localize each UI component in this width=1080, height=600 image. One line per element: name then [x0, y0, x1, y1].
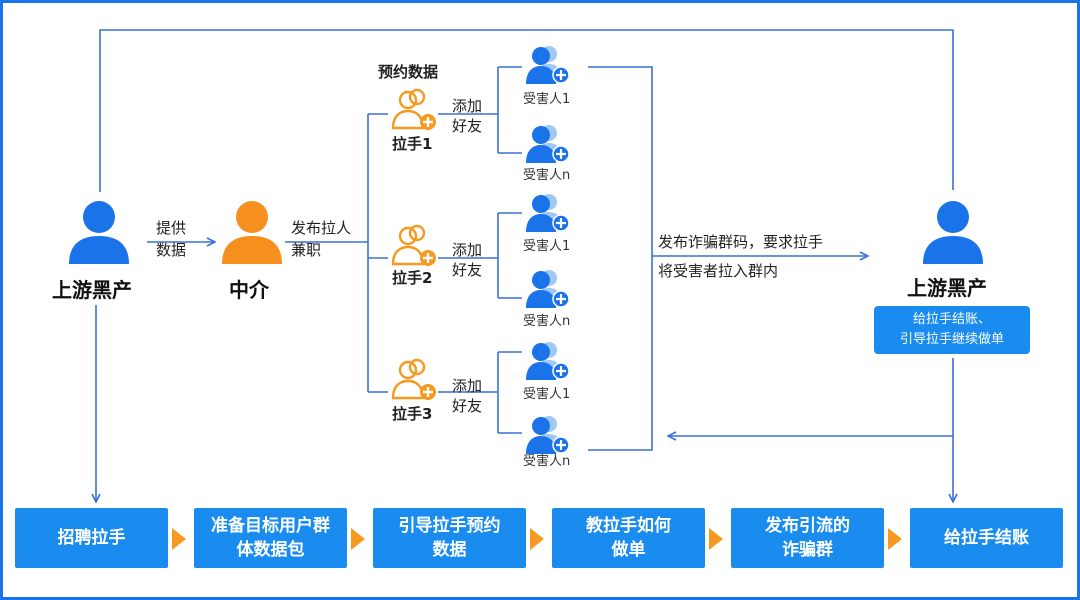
puller-1-label: 拉手1 [392, 135, 433, 153]
victim-group-icon [526, 270, 570, 308]
right-note-line1: 给拉手结账、 [912, 312, 991, 327]
step-arrow-icon [172, 528, 186, 550]
provide-data-line1: 提供 [156, 219, 187, 237]
puller-2-add-line1: 添加 [452, 241, 483, 259]
publish-group-line1: 发布诈骗群码，要求拉手 [658, 233, 824, 251]
step-arrow-icon [530, 528, 544, 550]
puller-1-group-add-icon [391, 88, 436, 130]
puller-3-label: 拉手3 [392, 405, 433, 423]
right-actor-person-icon [923, 201, 983, 264]
left-actor-person-icon [69, 201, 129, 264]
step-3-line2: 数据 [432, 540, 467, 560]
victim-1-1-label: 受害人1 [523, 92, 571, 107]
step-arrow-icon [351, 528, 365, 550]
reserve-data-label: 预约数据 [378, 63, 439, 81]
step-6-line1: 给拉手结账 [944, 528, 1029, 548]
victim-1-n-label: 受害人n [523, 168, 571, 183]
step-2-line2: 体数据包 [236, 540, 305, 560]
step-3-box: 引导拉手预约 数据 [373, 508, 526, 568]
step-5-line1: 发布引流的 [765, 516, 850, 536]
publish-job-line2: 兼职 [291, 241, 322, 259]
puller-1-add-line1: 添加 [452, 97, 483, 115]
right-actor-label: 上游黑产 [907, 276, 987, 300]
step-2-line1: 准备目标用户群 [211, 516, 330, 536]
left-actor-label: 上游黑产 [52, 278, 132, 302]
provide-data-line2: 数据 [156, 241, 187, 259]
publish-group-line2: 将受害者拉入群内 [658, 262, 779, 280]
step-4-line2: 做单 [611, 540, 646, 560]
step-5-box: 发布引流的 诈骗群 [731, 508, 884, 568]
step-5-line2: 诈骗群 [782, 540, 833, 560]
victim-group-icon [526, 416, 570, 454]
step-2-box: 准备目标用户群 体数据包 [194, 508, 347, 568]
victim-2-n-label: 受害人n [523, 314, 571, 329]
puller-2-label: 拉手2 [392, 269, 433, 287]
puller-3-add-line1: 添加 [452, 377, 483, 395]
puller-2-add-line2: 好友 [452, 261, 483, 279]
victim-3-n-label: 受害人n [523, 454, 571, 469]
victim-group-icon [526, 194, 570, 232]
puller-1-add-line2: 好友 [452, 117, 483, 135]
publish-job-line1: 发布拉人 [291, 219, 352, 237]
right-note-line2: 引导拉手继续做单 [899, 332, 1004, 347]
step-3-line1: 引导拉手预约 [398, 516, 501, 536]
victim-2-1-label: 受害人1 [523, 239, 571, 254]
step-arrow-icon [709, 528, 723, 550]
puller-3-group-add-icon [391, 358, 436, 400]
step-1-box: 招聘拉手 [15, 508, 168, 568]
victim-3-1-label: 受害人1 [523, 387, 571, 402]
step-4-line1: 教拉手如何 [586, 516, 671, 536]
victim-group-icon [526, 125, 570, 163]
middleman-label: 中介 [229, 278, 269, 302]
middleman-person-icon [222, 201, 282, 264]
step-4-box: 教拉手如何 做单 [552, 508, 705, 568]
victim-group-icon [526, 46, 570, 84]
step-6-box: 给拉手结账 [910, 508, 1063, 568]
puller-3-add-line2: 好友 [452, 397, 483, 415]
step-1-line1: 招聘拉手 [57, 528, 126, 548]
step-arrow-icon [888, 528, 902, 550]
right-note: 给拉手结账、 引导拉手继续做单 [874, 306, 1030, 354]
victim-group-icon [526, 342, 570, 380]
puller-2-group-add-icon [391, 224, 436, 266]
